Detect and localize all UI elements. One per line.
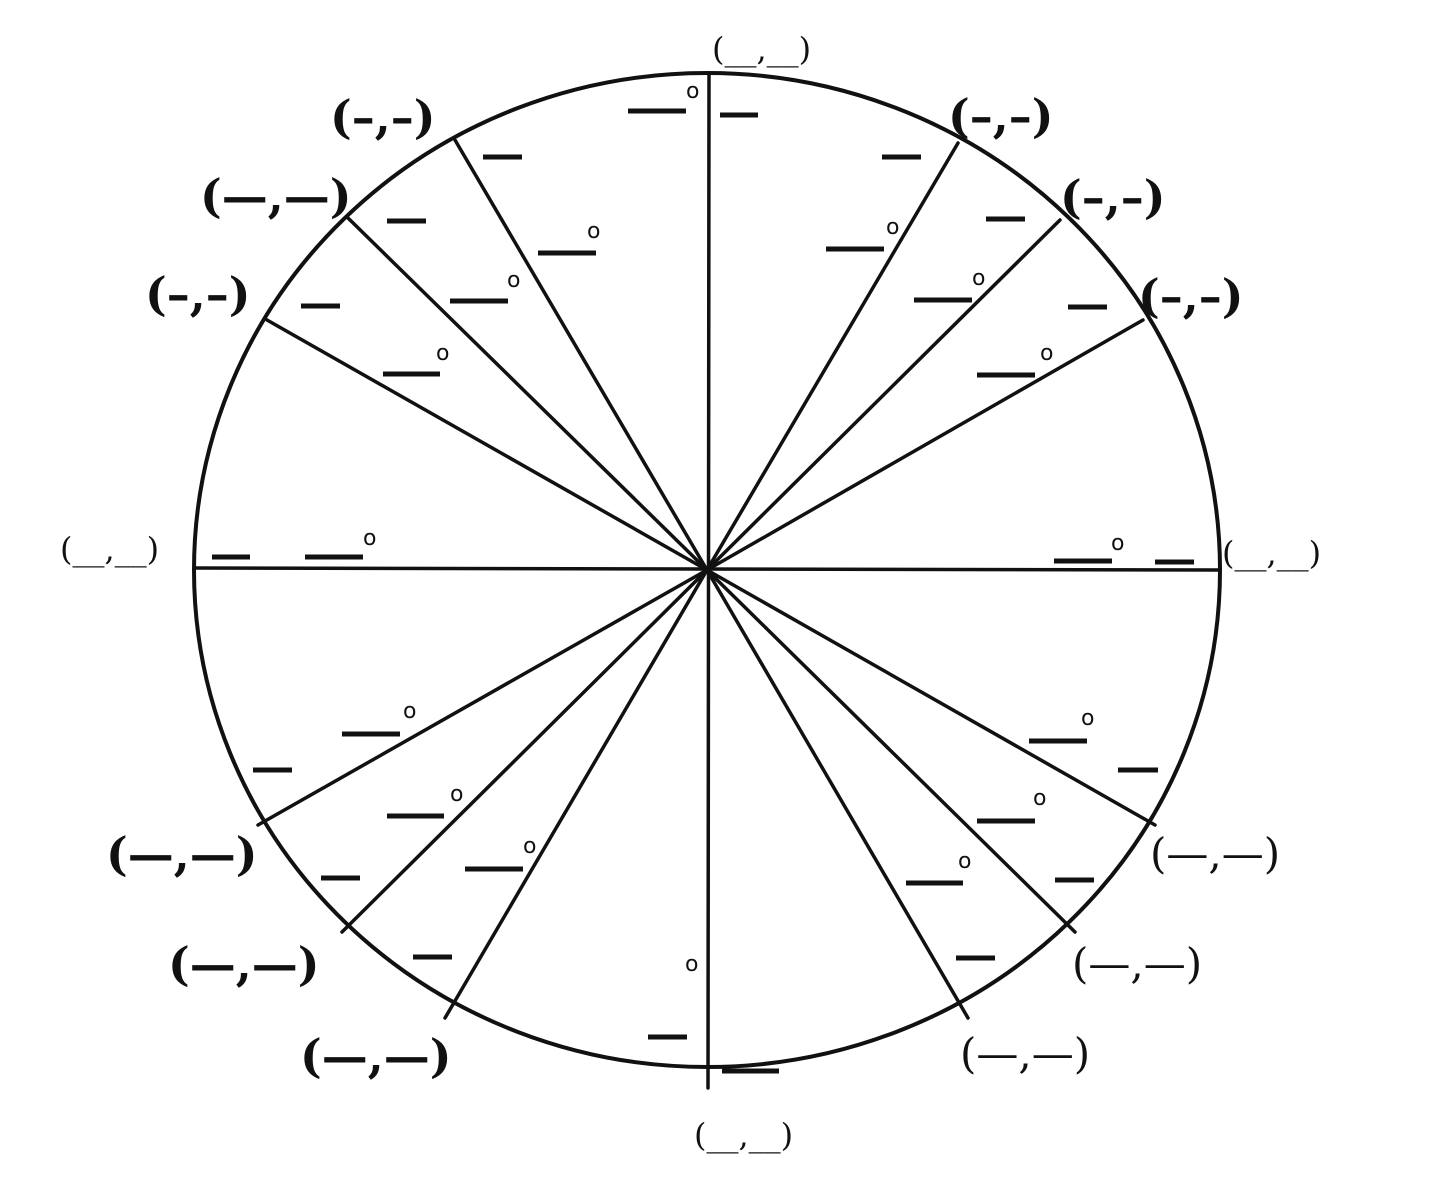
- coordinate-label-60: (–,–): [948, 89, 1054, 143]
- degree-marks: o o o o o o o o o o o o o o o o: [363, 79, 1124, 977]
- spoke-120: [453, 138, 709, 572]
- spoke-150: [265, 318, 709, 572]
- coordinate-label-0: (__,__): [1222, 534, 1321, 572]
- coordinate-label-150: (–,–): [145, 267, 251, 321]
- coordinate-labels: (__,__) (–,–) (–,–) (–,–) (__,__) (–,–) …: [60, 30, 1321, 1154]
- coordinate-label-300: (—,—): [960, 1029, 1090, 1078]
- coordinate-label-225: (—,—): [168, 937, 320, 991]
- degree-mark: o: [363, 526, 376, 551]
- spoke-330: [705, 568, 1157, 827]
- spoke-240: [443, 568, 709, 1020]
- coordinate-label-315: (—,—): [1072, 939, 1202, 988]
- coordinate-label-330: (—,—): [1150, 829, 1280, 878]
- spoke-210: [256, 568, 709, 827]
- coordinate-label-45: (–,–): [1060, 170, 1166, 224]
- degree-mark: o: [686, 79, 699, 104]
- degree-mark: o: [436, 341, 449, 366]
- coordinate-label-240: (—,—): [300, 1029, 452, 1083]
- coordinate-label-30: (–,–): [1138, 269, 1244, 323]
- degree-mark: o: [1040, 341, 1053, 366]
- spoke-315: [705, 568, 1077, 934]
- radius-lines: [192, 73, 1222, 1090]
- spoke-225: [340, 568, 709, 934]
- degree-mark: o: [972, 266, 985, 291]
- coordinate-label-90: (__,__): [712, 30, 811, 68]
- coordinate-label-135: (—,—): [200, 169, 352, 223]
- degree-mark: o: [507, 268, 520, 293]
- degree-mark: o: [1111, 531, 1124, 556]
- spoke-300: [705, 568, 970, 1020]
- degree-mark: o: [1033, 786, 1046, 811]
- spoke-135: [346, 216, 709, 572]
- degree-mark: o: [1081, 706, 1094, 731]
- spoke-30: [705, 318, 1145, 572]
- coordinate-label-210: (—,—): [106, 827, 258, 881]
- coordinate-label-120: (–,–): [330, 90, 436, 144]
- axis-vertical: [706, 73, 711, 1090]
- degree-mark: o: [958, 849, 971, 874]
- degree-mark: o: [685, 952, 698, 977]
- answer-blanks: [212, 108, 1194, 1074]
- coordinate-label-180: (__,__): [60, 530, 159, 568]
- degree-mark: o: [403, 699, 416, 724]
- spoke-60: [705, 141, 960, 572]
- coordinate-label-270: (__,__): [694, 1116, 793, 1154]
- degree-mark: o: [886, 215, 899, 240]
- degree-mark: o: [523, 834, 536, 859]
- degree-mark: o: [450, 782, 463, 807]
- degree-mark: o: [587, 219, 600, 244]
- spoke-45: [705, 218, 1062, 572]
